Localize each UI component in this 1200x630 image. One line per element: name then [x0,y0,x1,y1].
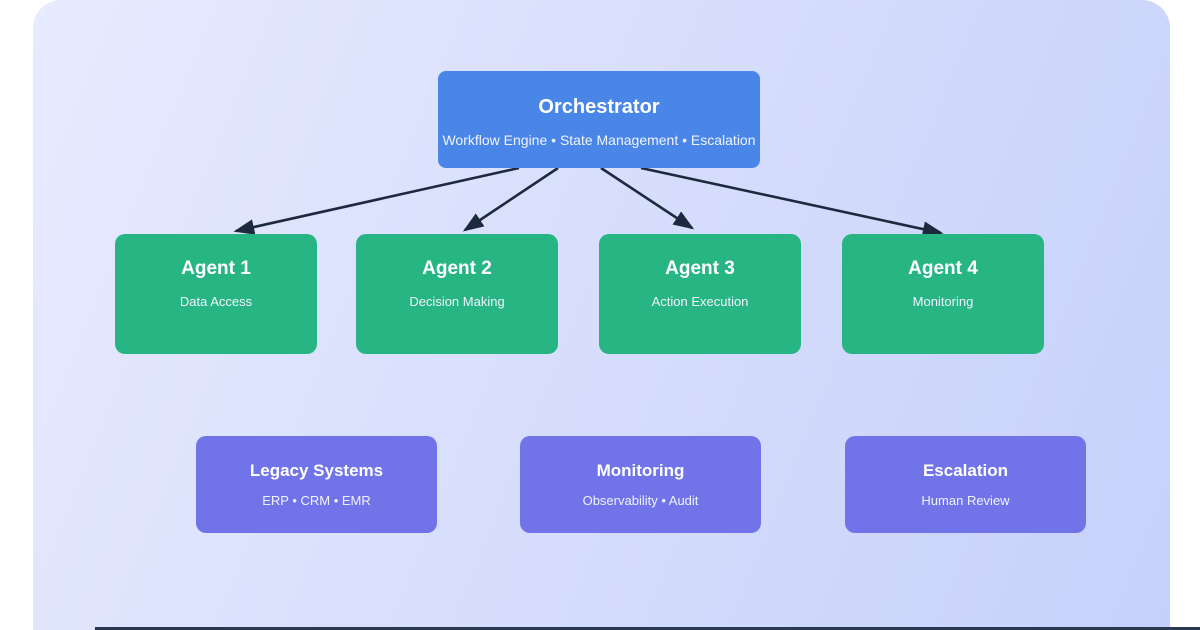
escalation-subtitle: Human Review [921,493,1010,508]
monitoring-subtitle: Observability • Audit [582,493,699,508]
legacy-systems-subtitle: ERP • CRM • EMR [262,493,371,508]
node-monitoring: Monitoring Observability • Audit [520,436,761,533]
agent-4-title: Agent 4 [908,258,978,279]
node-orchestrator: Orchestrator Workflow Engine • State Man… [438,71,760,168]
legacy-systems-title: Legacy Systems [249,461,384,480]
node-agent-2: Agent 2 Decision Making [356,234,558,354]
node-escalation: Escalation Human Review [845,436,1086,533]
escalation-title: Escalation [922,461,1009,480]
orchestrator-title: Orchestrator [538,96,660,118]
node-legacy-systems: Legacy Systems ERP • CRM • EMR [196,436,437,533]
node-agent-3: Agent 3 Action Execution [599,234,801,354]
agent-3-subtitle: Action Execution [651,294,749,309]
agent-3-title: Agent 3 [665,258,735,279]
monitoring-title: Monitoring [596,461,685,480]
node-agent-4: Agent 4 Monitoring [842,234,1044,354]
agent-1-subtitle: Data Access [179,294,253,309]
bottom-edge-line [95,627,1200,630]
agent-1-title: Agent 1 [181,258,251,279]
orchestrator-subtitle: Workflow Engine • State Management • Esc… [442,132,756,148]
agent-4-subtitle: Monitoring [912,294,974,309]
agent-2-title: Agent 2 [422,258,492,279]
agent-2-subtitle: Decision Making [409,294,505,309]
node-agent-1: Agent 1 Data Access [115,234,317,354]
